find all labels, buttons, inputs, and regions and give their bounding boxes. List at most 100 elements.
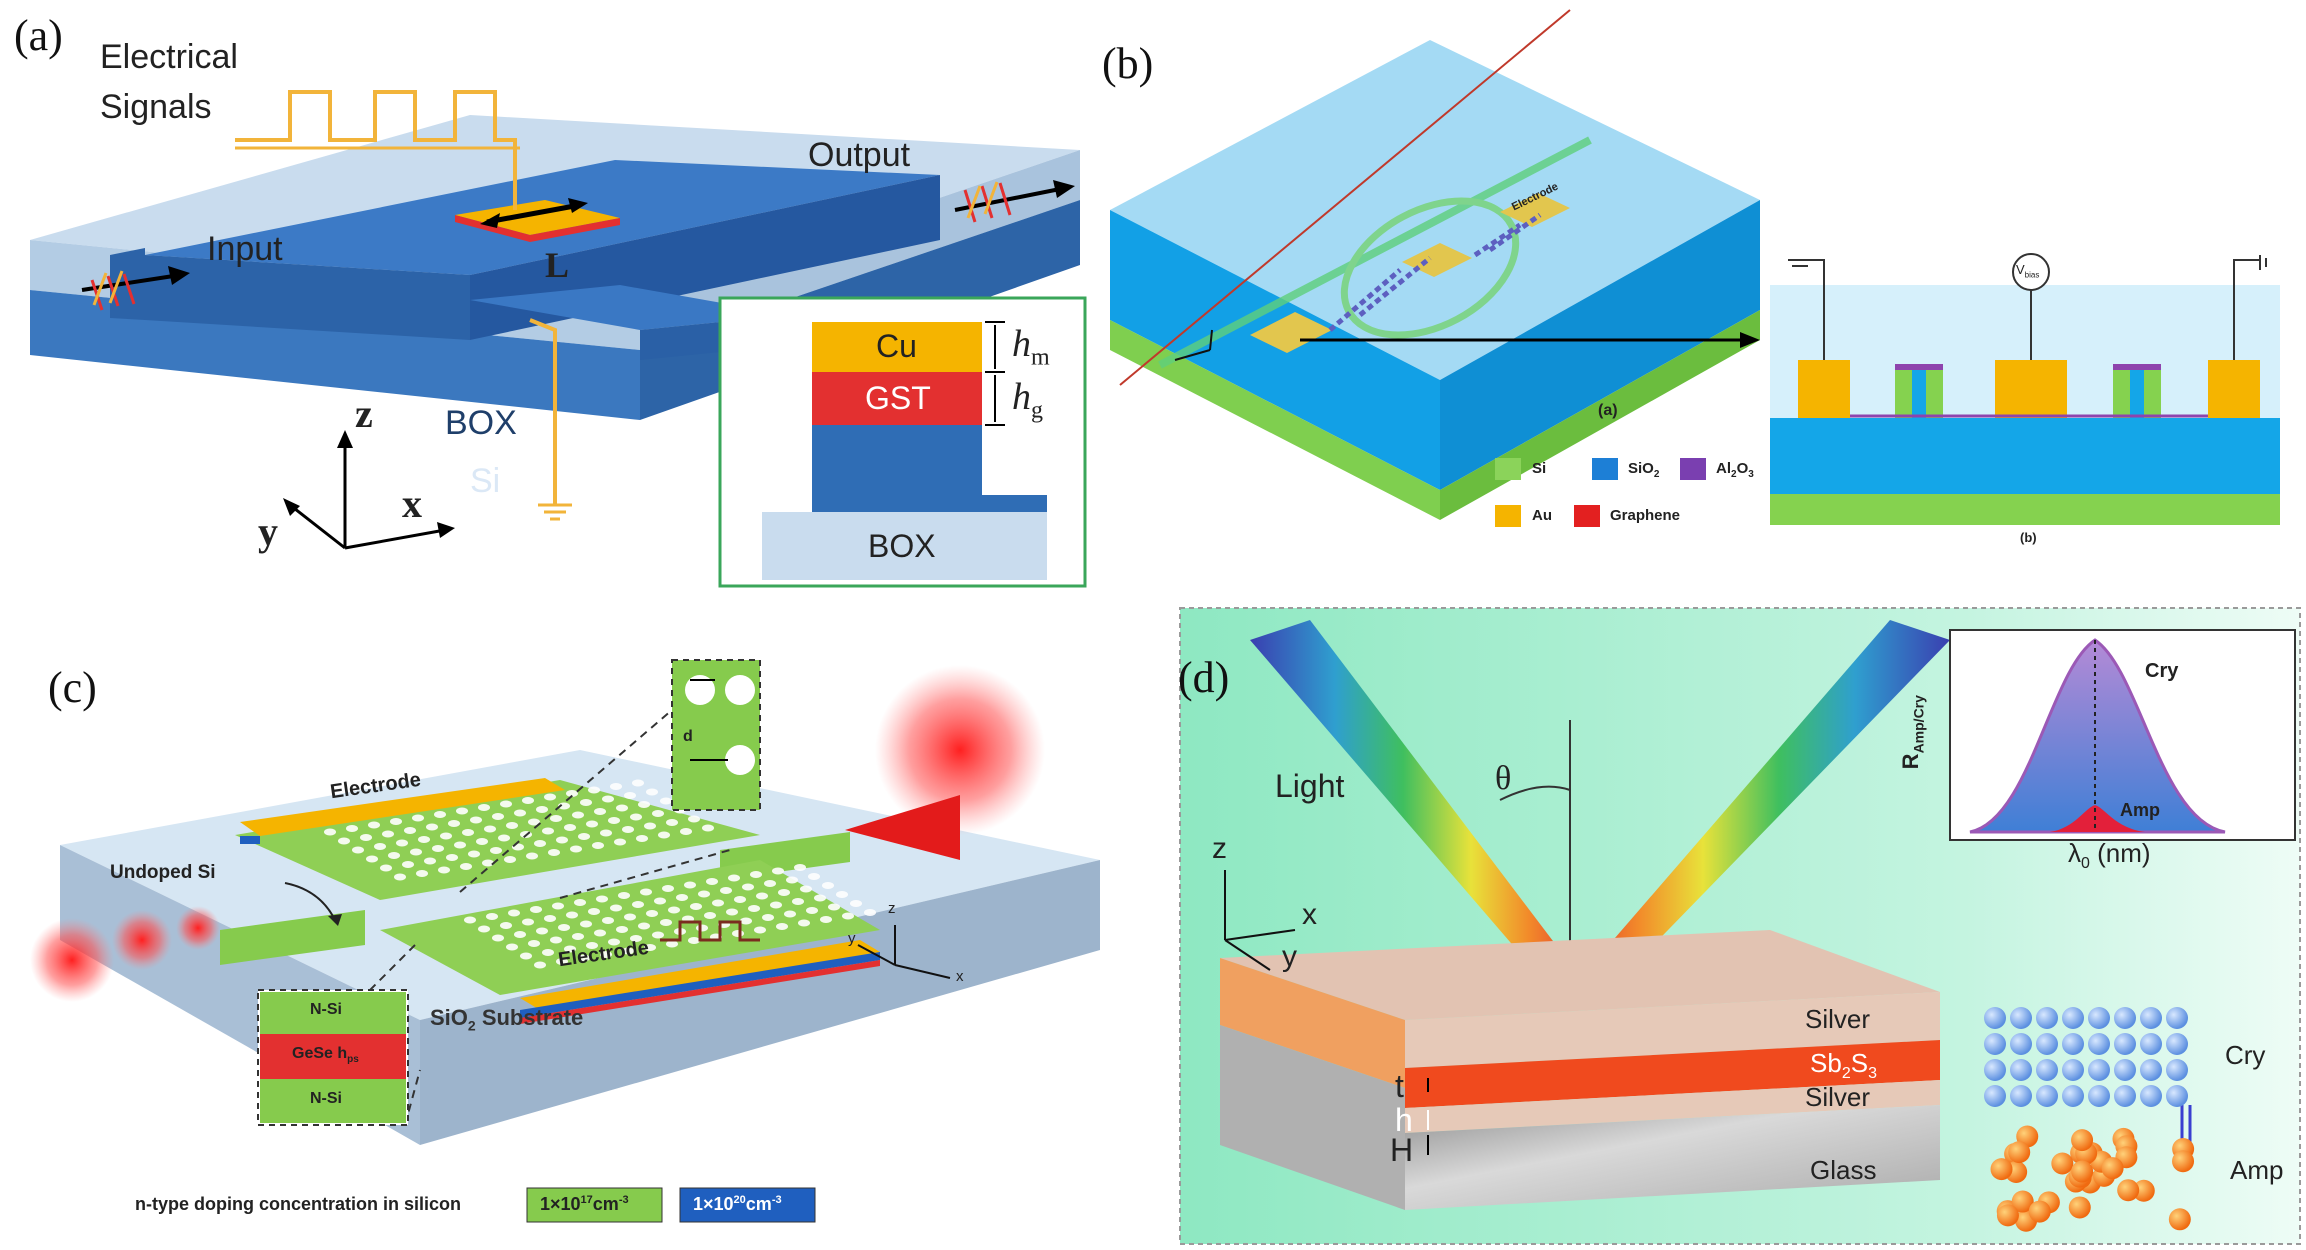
t-label: t: [1395, 1068, 1404, 1104]
graphene-mesh: [1328, 212, 1542, 332]
h-label: h: [1395, 1102, 1413, 1138]
crystal-atom: [2036, 1033, 2058, 1055]
glass-label: Glass: [1810, 1155, 1877, 1185]
legend-o-sub: 3: [1748, 469, 1754, 480]
amorphous-cluster: [1990, 1125, 2195, 1232]
stack-mid-label: GeSe hps: [292, 1045, 359, 1065]
photonic-hole: [814, 894, 826, 902]
photonic-hole: [570, 845, 582, 853]
electrode-top-blue: [240, 836, 260, 844]
crystal-atom: [2166, 1085, 2188, 1107]
photonic-hole: [490, 847, 502, 854]
length-arrow-head-right: [568, 198, 588, 213]
photonic-hole: [498, 834, 510, 842]
crystal-atom: [2088, 1059, 2110, 1081]
photonic-hole: [440, 832, 452, 840]
legend-sio2-swatch: [1592, 458, 1618, 480]
photonic-hole: [770, 901, 782, 909]
length-arrow: [486, 202, 581, 225]
input-waveguide: [220, 910, 365, 965]
cladding-side: [1440, 200, 1760, 490]
photonic-hole: [596, 895, 608, 903]
crystal-atom: [2114, 1033, 2136, 1055]
photonic-hole: [506, 822, 518, 829]
electrode-pad-right: [1500, 193, 1570, 227]
photonic-hole: [712, 899, 724, 907]
photonic-hole: [448, 820, 460, 827]
photonic-hole: [446, 854, 458, 861]
photonic-hole: [528, 818, 540, 826]
photonic-hole: [616, 804, 628, 812]
input-wave-gold: [92, 270, 124, 306]
d-axis-y-label: y: [1282, 940, 1297, 973]
photonic-hole: [492, 934, 504, 942]
vbias-symbol: V: [2016, 262, 2025, 277]
electrode-top-bar: [240, 778, 565, 836]
photonic-hole: [482, 859, 494, 867]
photonic-hole: [544, 793, 556, 801]
cry-label: Cry: [2225, 1040, 2266, 1070]
photonic-hole: [468, 850, 480, 858]
stack-top-nsi: [260, 992, 406, 1034]
crystal-atom: [2140, 1059, 2162, 1081]
photonic-hole: [508, 909, 520, 917]
doping-low-unit: cm: [592, 1194, 619, 1214]
photonic-hole: [548, 849, 560, 856]
c-axis-y-label: y: [848, 930, 856, 947]
photonic-hole: [624, 913, 636, 921]
photonic-hole: [456, 807, 468, 815]
legend-si-swatch: [1495, 458, 1521, 480]
photonic-hole: [464, 916, 476, 924]
legend-sio2-sub: 2: [1653, 469, 1660, 480]
photonic-hole: [602, 795, 614, 803]
xsec-au-left: [1798, 360, 1850, 418]
photonic-hole: [756, 892, 768, 900]
panel-a: (a) Electrical Signals Output Input L BO…: [0, 0, 1110, 600]
photonic-hole: [750, 871, 762, 878]
crystalline-lattice: [1984, 1007, 2188, 1107]
photonic-hole: [536, 927, 548, 935]
photonic-hole: [702, 824, 714, 832]
silver-bottom-layer: [1405, 1080, 1940, 1133]
photonic-hole: [566, 790, 578, 797]
crystal-atom: [2010, 1085, 2032, 1107]
legend-sio2-label: SiO2: [1628, 460, 1659, 480]
photonic-hole: [486, 913, 498, 920]
d-axis-x-label: x: [1302, 898, 1317, 931]
H-label: H: [1390, 1132, 1414, 1168]
crystal-atom: [2166, 1033, 2188, 1055]
probe-beam: [1119, 9, 1571, 386]
s-text: S: [1850, 1048, 1869, 1078]
crystal-atom: [2088, 1033, 2110, 1055]
amorphous-atom: [2071, 1160, 2094, 1183]
legend-au-label: Au: [1532, 507, 1552, 524]
inset-box-label: BOX: [868, 528, 936, 564]
inset-cry-label: Cry: [2145, 660, 2179, 682]
photonic-hole: [368, 821, 380, 829]
photonic-hole: [572, 933, 584, 940]
legend-si-label: Si: [1532, 460, 1547, 477]
crystal-atom: [2010, 1059, 2032, 1081]
photonic-hole: [434, 811, 446, 818]
undoped-arrow: [284, 882, 336, 921]
legend-al2o3-label: Al2O3: [1716, 460, 1754, 480]
crystal-atom: [1984, 1059, 2006, 1081]
stack-gese: [260, 1034, 406, 1079]
photonic-hole: [388, 852, 400, 859]
legend-o-text: O: [1736, 460, 1749, 477]
photonic-hole: [688, 815, 700, 823]
legend-al-sub: 2: [1731, 469, 1737, 480]
photonic-hole: [644, 944, 656, 951]
glass-layer: [1405, 1105, 1940, 1210]
photonic-hole: [374, 843, 386, 850]
photonic-hole: [806, 907, 818, 914]
photonic-hole: [470, 816, 482, 824]
photonic-hole: [800, 885, 812, 893]
photonic-hole: [632, 779, 644, 787]
pcm-cell-front: [455, 215, 530, 242]
output-wave-red: [963, 182, 1012, 223]
arm-top: [470, 285, 790, 330]
photonic-hole: [550, 815, 562, 822]
zoom-line-4: [404, 1069, 421, 1126]
photonic-hole: [558, 924, 570, 931]
